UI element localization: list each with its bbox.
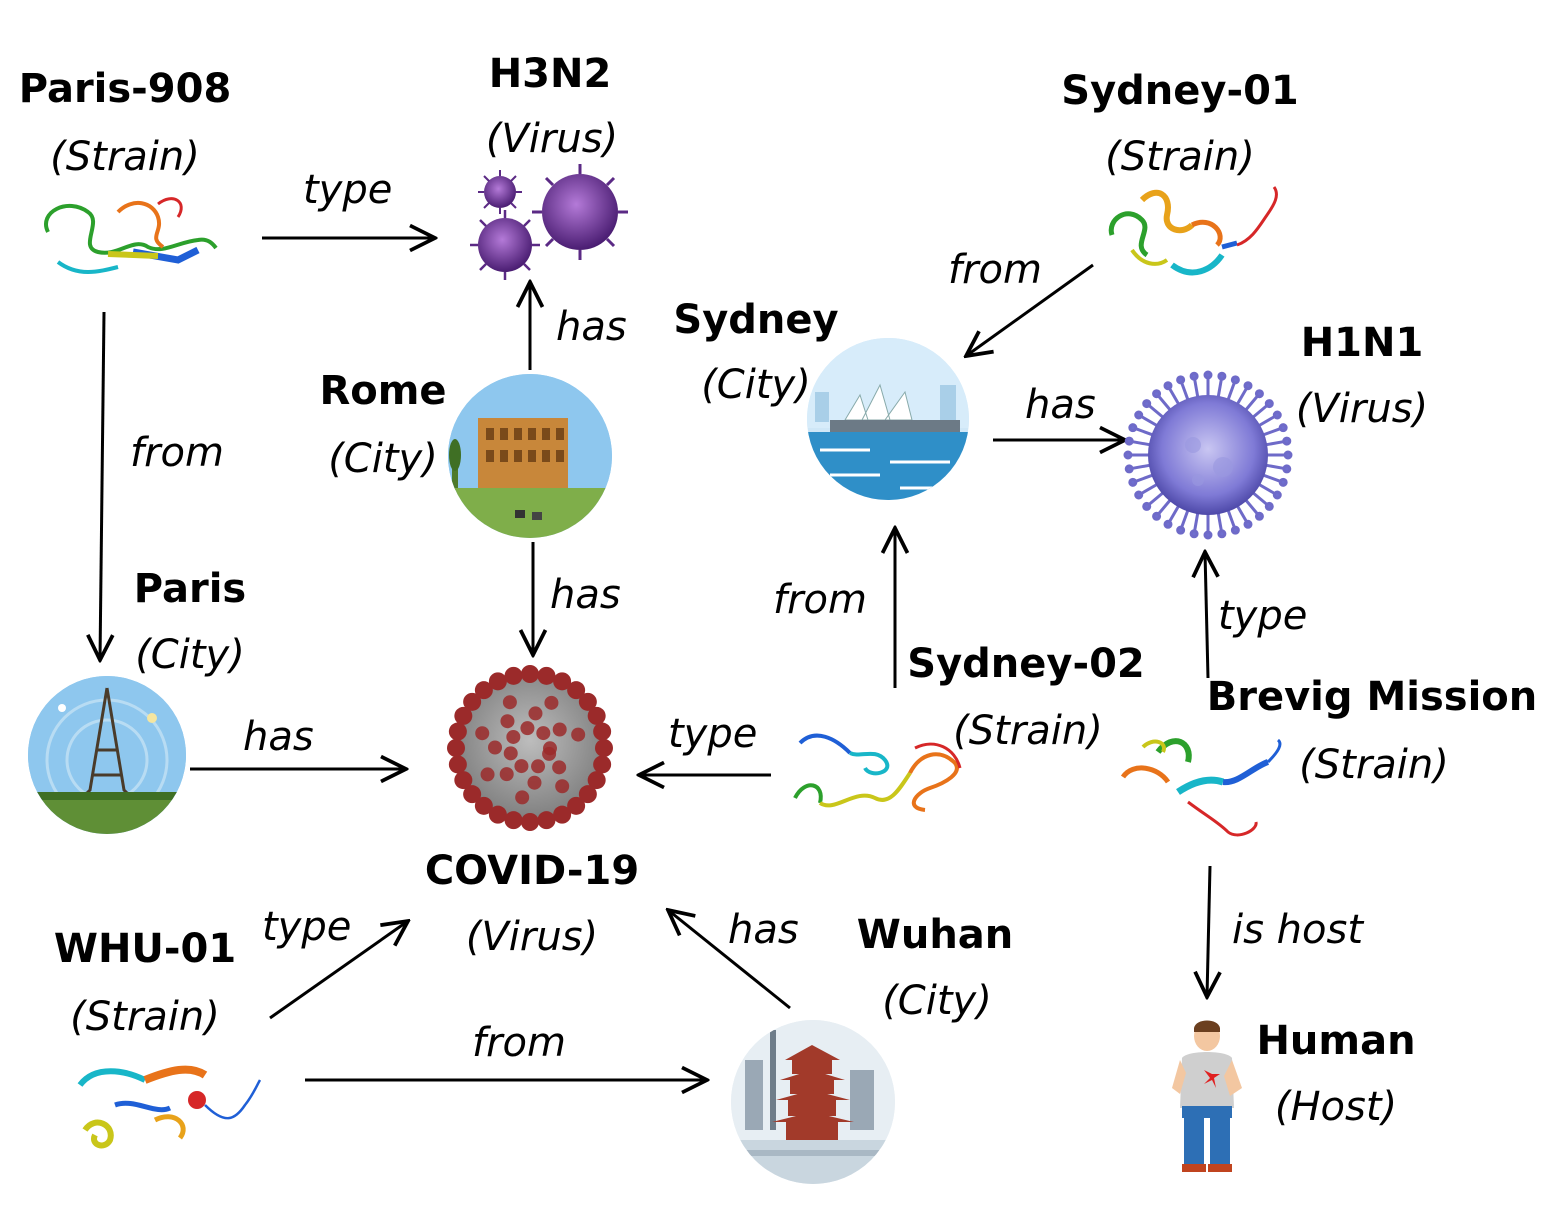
- node-name-covid: COVID-19: [425, 848, 639, 894]
- protein-strand-icon: [77, 1065, 262, 1149]
- city-icon: [807, 338, 969, 500]
- virus-icon: [447, 665, 613, 831]
- edge-label-whu01-wuhan: from: [472, 1020, 566, 1066]
- edge-label-sydney01-sydney: from: [948, 247, 1042, 293]
- edge-label-wuhan-covid: has: [728, 907, 799, 953]
- node-name-wuhan: Wuhan: [857, 912, 1014, 958]
- node-type-wuhan: (City): [882, 978, 992, 1024]
- edge-label-whu01-covid: type: [262, 904, 351, 950]
- edges: [100, 238, 1210, 1080]
- node-name-brevig: Brevig Mission: [1207, 674, 1538, 720]
- protein-strand-icon: [1120, 738, 1282, 837]
- node-name-human: Human: [1256, 1018, 1415, 1064]
- edge-label-sydney-h1n1: has: [1025, 382, 1096, 428]
- node-name-paris: Paris: [134, 566, 246, 612]
- node-type-rome: (City): [328, 436, 438, 482]
- edge-whu01-covid: [269, 921, 408, 1020]
- node-type-sydney02: (Strain): [953, 708, 1103, 754]
- node-type-sydney: (City): [701, 362, 811, 408]
- edge-sydney01-sydney: [966, 263, 1094, 356]
- node-name-whu01: WHU-01: [54, 926, 236, 972]
- node-type-human: (Host): [1275, 1084, 1397, 1130]
- virus-icon: [470, 164, 628, 280]
- node-type-sydney01: (Strain): [1105, 134, 1255, 180]
- node-type-brevig: (Strain): [1299, 742, 1449, 788]
- node-type-paris908: (Strain): [50, 134, 200, 180]
- protein-strand-icon: [1108, 186, 1278, 276]
- edge-label-paris-covid: has: [243, 714, 314, 760]
- edge-brevig-human: [1207, 865, 1210, 997]
- node-name-sydney: Sydney: [673, 297, 838, 343]
- edge-label-brevig-human: is host: [1232, 907, 1364, 953]
- node-name-h1n1: H1N1: [1301, 320, 1424, 366]
- node-name-h3n2: H3N2: [489, 51, 612, 97]
- edge-label-sydney02-covid: type: [668, 711, 757, 757]
- node-name-paris908: Paris-908: [19, 66, 232, 112]
- city-icon: [448, 374, 612, 538]
- protein-strand-icon: [793, 733, 962, 812]
- edge-wuhan-covid: [668, 910, 791, 1010]
- edge-label-rome-h3n2: has: [556, 304, 627, 350]
- node-type-whu01: (Strain): [70, 994, 220, 1040]
- node-type-paris: (City): [135, 632, 245, 678]
- protein-strand-icon: [44, 197, 218, 274]
- edge-brevig-h1n1: [1205, 552, 1208, 679]
- edge-label-sydney02-sydney: from: [773, 577, 867, 623]
- node-labels: Paris-908 (Strain) H3N2 (Virus) Sydney-0…: [19, 51, 1538, 1130]
- node-name-sydney01: Sydney-01: [1061, 68, 1298, 114]
- edge-label-paris908-h3n2: type: [303, 167, 392, 213]
- edge-label-paris908-paris: from: [130, 430, 224, 476]
- human-icon: [1172, 1020, 1242, 1172]
- edge-label-brevig-h1n1: type: [1218, 593, 1307, 639]
- edge-labels: type from has has from has has from type…: [130, 167, 1364, 1066]
- node-type-covid: (Virus): [466, 914, 598, 960]
- city-icon: [28, 676, 186, 834]
- node-name-rome: Rome: [319, 368, 446, 414]
- edge-paris908-paris: [100, 311, 104, 660]
- node-name-sydney02: Sydney-02: [907, 641, 1144, 687]
- node-type-h3n2: (Virus): [486, 116, 618, 162]
- node-type-h1n1: (Virus): [1296, 386, 1428, 432]
- city-icon: [731, 1020, 895, 1184]
- edge-label-rome-covid: has: [550, 572, 621, 618]
- virus-icon: [1123, 370, 1293, 540]
